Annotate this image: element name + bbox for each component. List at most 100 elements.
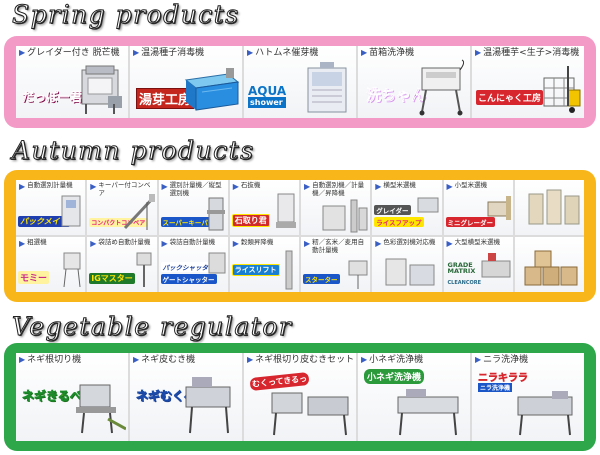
arrow-icon: ▶	[446, 182, 453, 191]
arrow-icon: ▶	[375, 239, 382, 248]
product-card-grader-awner[interactable]: ▶グレイダー付き 脱芒機 だっぽー君	[16, 46, 128, 118]
product-label: 籾／玄米／麦用自動計量機	[312, 238, 365, 254]
large-sorter-icon	[481, 253, 510, 278]
autumn-products-panel: ▶自動選別計量機 パックメイト ▶キーパー付コンベア コンパクトコンベア ▶選別…	[4, 170, 596, 302]
tray-washer-icon	[419, 59, 465, 116]
product-card-silo[interactable]	[514, 180, 584, 235]
arrow-icon: ▶	[304, 182, 311, 191]
arrow-icon: ▶	[375, 182, 382, 191]
auto-scale-icon	[348, 260, 368, 289]
product-card-large-sorter[interactable]: ▶大型横型米選機 GRADE MATRIX CLEANCORE	[443, 237, 513, 292]
root-cutter-icon	[76, 384, 126, 434]
product-label: 温湯種子消毒機	[141, 48, 205, 58]
product-logo: ネギきるべぇ	[22, 389, 94, 404]
destoner-icon	[275, 193, 296, 228]
product-logo: 洗ちゃん	[366, 86, 427, 105]
product-card-color-sorter-compatible[interactable]: ▶色彩選別機対応機	[372, 237, 442, 292]
product-card-grain-lift[interactable]: ▶穀類昇降機 ライスリフト	[229, 237, 299, 292]
product-logo: パックメイト	[18, 216, 70, 227]
product-label: 自動選別機／計量機／昇降機	[312, 181, 365, 197]
product-card-keeper-conveyor[interactable]: ▶キーパー付コンベア コンパクトコンベア	[87, 180, 157, 235]
product-card-onion-root-cutter[interactable]: ▶ネギ根切り機 ネギきるべぇ	[16, 353, 128, 441]
autumn-products-title: Autumn products	[12, 136, 255, 166]
vertical-sorter-icon	[206, 197, 225, 231]
product-label: 苗箱洗浄機	[369, 48, 415, 58]
sorter-icon	[61, 195, 81, 227]
bag-scale-icon	[208, 252, 225, 274]
product-card-destoner[interactable]: ▶石抜機 石取り君	[229, 180, 299, 235]
product-label: 色彩選別機対応機	[383, 238, 436, 246]
small-onion-washer-icon	[397, 389, 459, 436]
bagging-scale-icon	[136, 252, 152, 287]
product-logo: ライスリフト	[231, 264, 280, 276]
product-card-rough-sorter[interactable]: ▶粗選機 モミー	[16, 237, 86, 292]
arrow-icon: ▶	[304, 239, 311, 248]
product-label: 横型米選機	[383, 181, 416, 189]
product-card-hot-water-disinfector[interactable]: ▶温湯種子消毒機 湯芽工房	[130, 46, 242, 118]
arrow-icon: ▶	[247, 355, 254, 364]
product-logo: ニラキララ	[478, 373, 529, 385]
product-card-bag-scale[interactable]: ▶袋詰自動計量機 パックシャッター ゲートシャッター	[158, 237, 228, 292]
arrow-icon: ▶	[475, 48, 482, 57]
product-logo: だっぽー君	[22, 90, 83, 104]
product-logo-sub: ライスフアップ	[374, 217, 424, 227]
grader-awner-machine-icon	[81, 65, 122, 114]
arrow-icon: ▶	[133, 48, 140, 57]
product-card-tray-washer[interactable]: ▶苗箱洗浄機 洗ちゃん	[358, 46, 470, 118]
product-logo: 石取り君	[231, 214, 270, 227]
product-logo: パックシャッター	[160, 262, 217, 272]
product-logo: スターター	[303, 274, 340, 284]
product-label: ハトムネ催芽機	[255, 48, 319, 58]
product-logo-sub: ゲートシャッター	[160, 274, 217, 284]
product-card-cutter-peeler-set[interactable]: ▶ネギ根切り皮むきセット むくってきるっ	[244, 353, 356, 441]
arrow-icon: ▶	[361, 355, 368, 364]
arrow-icon: ▶	[90, 182, 97, 191]
peeler-icon	[185, 377, 231, 434]
product-logo-sub: CLEANCORE	[447, 280, 482, 286]
arrow-icon: ▶	[446, 239, 453, 248]
product-logo: 小ネギ洗浄機	[364, 369, 425, 384]
product-label: グレイダー付き 脱芒機	[27, 48, 120, 58]
product-label: 温湯種芋<生子>消毒機	[483, 48, 580, 58]
arrow-icon: ▶	[475, 355, 482, 364]
product-label: 袋詰め自動計量機	[98, 238, 151, 246]
arrow-icon: ▶	[361, 48, 368, 57]
product-card-vertical-sorter[interactable]: ▶選別計量機／縦型選別機 スーパーキーパー	[158, 180, 228, 235]
vegetable-regulator-panel: ▶ネギ根切り機 ネギきるべぇ ▶ネギ皮むき機 ネギむくべぇ ▶ネギ根切り皮むきセ…	[4, 343, 596, 451]
hot-water-tank-icon	[184, 68, 240, 111]
product-label: 大型横型米選機	[454, 238, 501, 246]
product-card-chive-washer[interactable]: ▶ニラ洗浄機 ニラキララ ニラ洗浄機	[472, 353, 584, 441]
arrow-icon: ▶	[133, 355, 140, 364]
silo-icon	[528, 189, 580, 225]
color-sorter-icon	[385, 258, 435, 286]
product-card-bag-stack[interactable]	[514, 237, 584, 292]
product-card-paddy-auto-scale[interactable]: ▶籾／玄米／麦用自動計量機 スターター	[301, 237, 371, 292]
product-logo: GRADE MATRIX	[447, 261, 476, 275]
arrow-icon: ▶	[19, 239, 26, 248]
product-logo: スーパーキーパー	[160, 217, 217, 227]
grain-lift-icon	[285, 250, 293, 290]
arrow-icon: ▶	[161, 182, 168, 191]
arrow-icon: ▶	[232, 239, 239, 248]
product-card-onion-peeler[interactable]: ▶ネギ皮むき機 ネギむくべぇ	[130, 353, 242, 441]
horizontal-rice-sorter-icon	[417, 197, 439, 213]
conveyor-icon	[124, 194, 156, 230]
arrow-icon: ▶	[19, 48, 26, 57]
product-card-elevator-scale[interactable]: ▶自動選別機／計量機／昇降機	[301, 180, 371, 235]
rough-sorter-icon	[63, 252, 81, 288]
arrow-icon: ▶	[19, 355, 26, 364]
product-card-small-onion-washer[interactable]: ▶小ネギ洗浄機 小ネギ洗浄機	[358, 353, 470, 441]
product-card-horizontal-rice-sorter[interactable]: ▶横型米選機 グレイダー ライスフアップ	[372, 180, 442, 235]
product-logo-sub: shower	[248, 97, 287, 108]
chive-washer-icon	[517, 391, 573, 436]
product-logo: グレイダー	[374, 205, 411, 215]
product-card-auto-sorter-scale[interactable]: ▶自動選別計量機 パックメイト	[16, 180, 86, 235]
product-label: 袋詰自動計量機	[169, 238, 216, 246]
product-label: 小型米選機	[454, 181, 488, 189]
product-card-seed-potato-disinfector[interactable]: ▶温湯種芋<生子>消毒機 こんにゃく工房	[472, 46, 584, 118]
product-logo: こんにゃく工房	[476, 90, 544, 105]
product-card-small-rice-sorter[interactable]: ▶小型米選機 ミニグレーダー	[443, 180, 513, 235]
product-card-bagging-scale[interactable]: ▶袋詰め自動計量機 IGマスター	[87, 237, 157, 292]
